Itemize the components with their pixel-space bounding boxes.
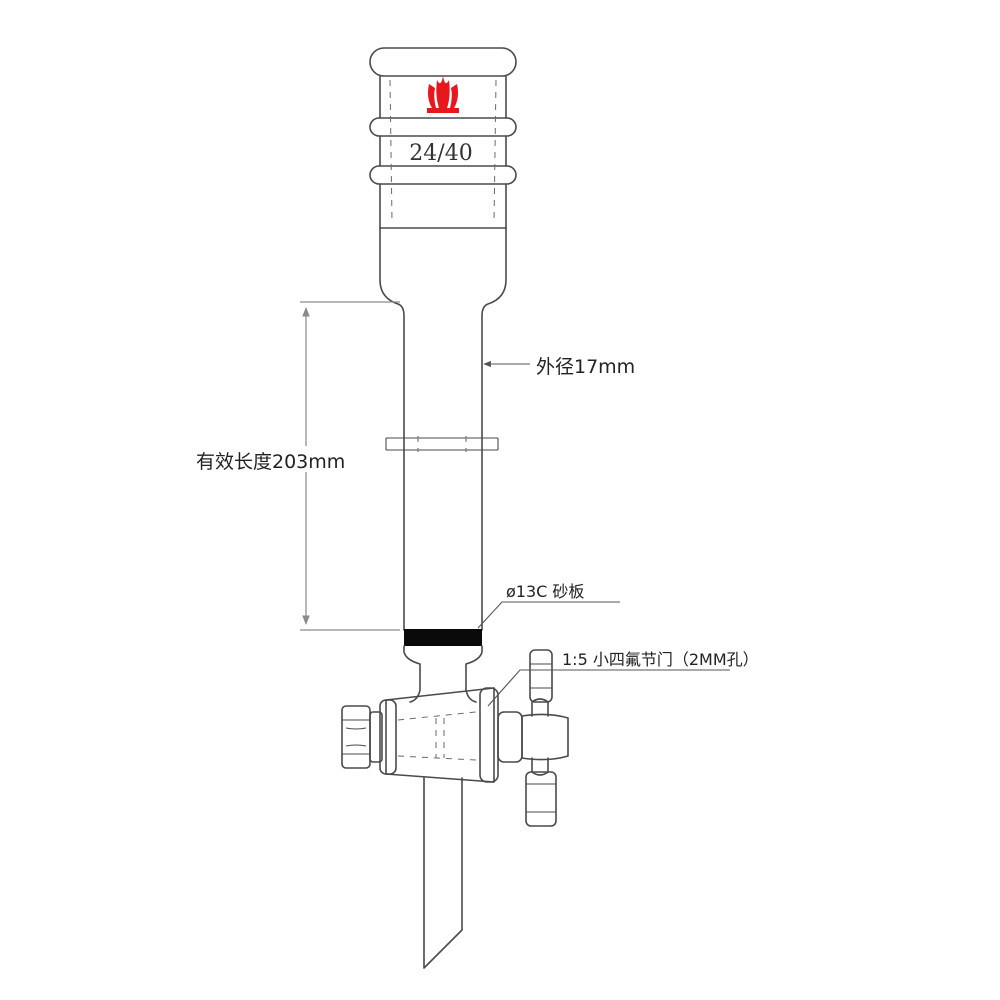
column-neck — [403, 645, 483, 703]
effective-length-dimension — [300, 301, 400, 631]
joint-size-label: 24/40 — [409, 141, 472, 166]
frit-plate — [404, 629, 482, 646]
frit-leader — [477, 601, 620, 629]
tube-band — [385, 436, 499, 452]
frit-label: ø13C 砂板 — [506, 582, 584, 601]
drip-tip — [423, 777, 463, 969]
stopcock-leader — [487, 669, 730, 707]
outer-diameter-label: 外径17mm — [536, 356, 635, 378]
effective-length-label: 有效长度203mm — [196, 451, 345, 473]
stopcock-label: 1:5 小四氟节门（2MM孔） — [562, 650, 759, 669]
stopcock — [341, 649, 569, 827]
column-body — [379, 227, 507, 631]
ground-glass-joint — [369, 47, 517, 229]
logo-icon — [427, 76, 459, 113]
